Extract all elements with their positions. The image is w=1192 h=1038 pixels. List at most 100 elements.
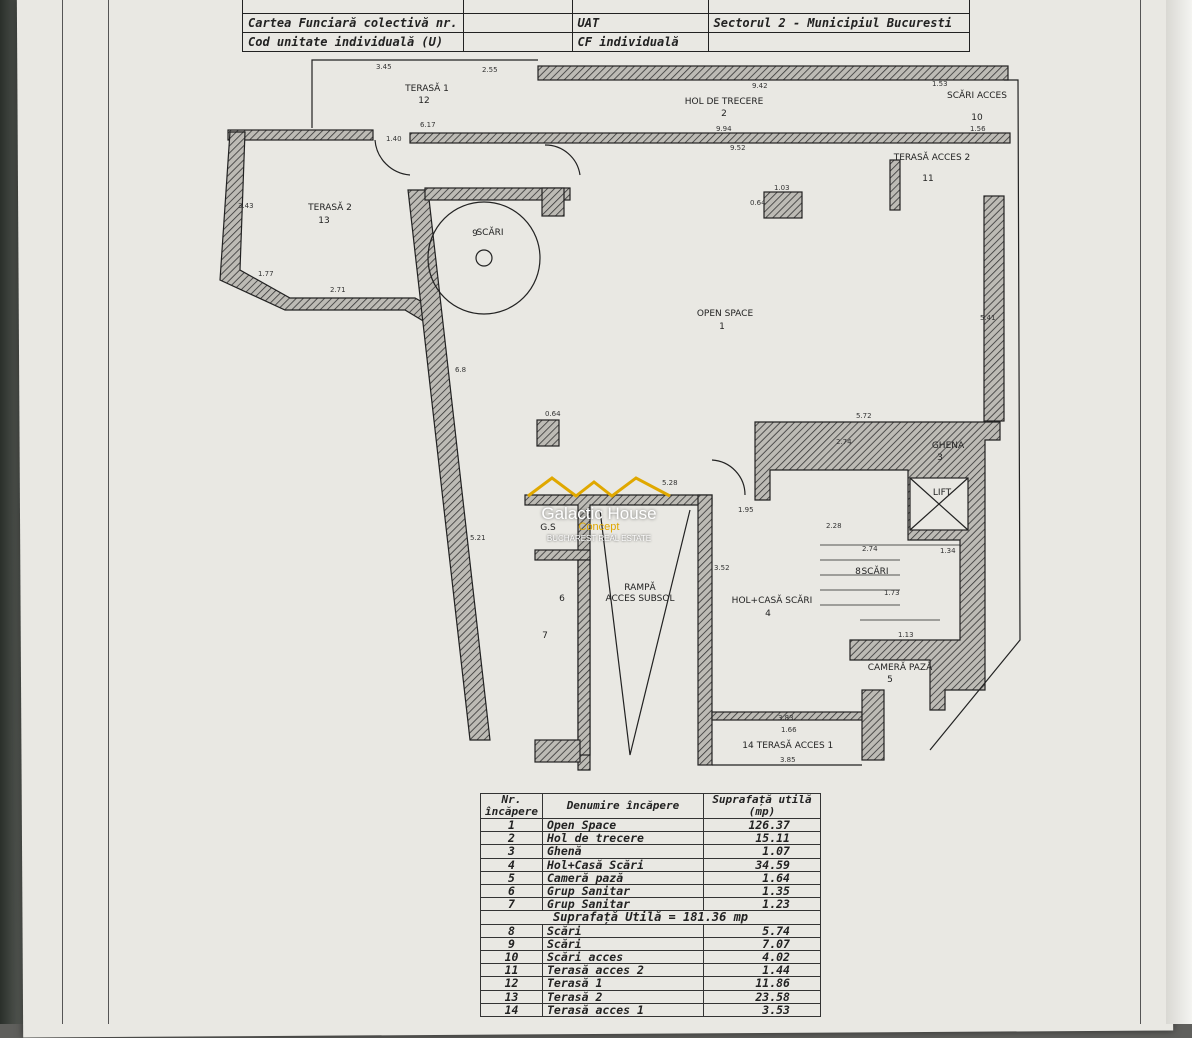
wall-terrace-access bbox=[889, 159, 901, 211]
room-name: Hol+Casă Scări bbox=[541, 857, 704, 872]
room-nr: 12 bbox=[480, 976, 543, 991]
house-roof-icon bbox=[527, 476, 671, 498]
room-name: Scări bbox=[541, 923, 704, 938]
dimension-label: 2.28 bbox=[826, 522, 842, 530]
header-value bbox=[707, 32, 970, 52]
room-area: 11.86 bbox=[702, 976, 821, 991]
room-name: Ghenă bbox=[541, 844, 704, 859]
room-name: Terasă 1 bbox=[541, 976, 704, 991]
paper-fold-line bbox=[108, 0, 109, 1024]
room-number: 13 bbox=[318, 216, 329, 226]
room-label: TERASĂ 2 bbox=[307, 201, 352, 213]
room-number: 10 bbox=[971, 113, 983, 123]
room-number: 12 bbox=[418, 96, 429, 106]
room-number: 7 bbox=[542, 631, 548, 641]
room-area: 1.23 bbox=[702, 897, 821, 912]
room-label: HOL+CASĂ SCĂRI bbox=[732, 594, 813, 606]
header-label: Cod unitate individuală (U) bbox=[242, 32, 464, 52]
dimension-label: 1.40 bbox=[386, 135, 402, 143]
room-number: 8 bbox=[855, 567, 861, 577]
stair-treads bbox=[820, 544, 960, 621]
wall-stair-north bbox=[424, 187, 571, 201]
dimension-label: 5.21 bbox=[470, 534, 486, 542]
room-name: Scări acces bbox=[541, 950, 704, 965]
room-number: 9 bbox=[472, 229, 478, 239]
dimension-label: 6.17 bbox=[420, 121, 436, 129]
room-name: Terasă 2 bbox=[541, 989, 704, 1004]
room-label: OPEN SPACE bbox=[697, 309, 754, 319]
dimension-label: 1.66 bbox=[781, 726, 797, 734]
dimension-label: 5.41 bbox=[980, 314, 996, 322]
dimension-label: 0.64 bbox=[750, 199, 766, 207]
room-number: 5 bbox=[887, 675, 893, 685]
room-label: GHENA bbox=[932, 441, 965, 451]
header-row bbox=[242, 0, 970, 14]
wall-ramp-east bbox=[697, 494, 713, 766]
header-value: Sectorul 2 - Municipiul Bucuresti bbox=[707, 13, 970, 33]
room-label: RAMPĂ bbox=[624, 581, 656, 593]
dimension-label: 5.72 bbox=[856, 412, 872, 420]
pillar bbox=[763, 191, 803, 219]
logo-tagline: BUCHAREST REAL ESTATE bbox=[546, 534, 652, 543]
room-name: Cameră pază bbox=[541, 870, 704, 886]
room-area: 4.02 bbox=[702, 950, 821, 965]
total-useful-area: Suprafață Utilă = 181.36 mp bbox=[480, 910, 821, 925]
wall-north bbox=[537, 65, 1009, 81]
room-name: Hol de trecere bbox=[541, 831, 704, 846]
room-label: LIFT bbox=[933, 488, 952, 498]
wall-wc bbox=[577, 559, 591, 756]
dimension-label: 3.45 bbox=[376, 63, 392, 71]
dimension-label: 1.34 bbox=[940, 547, 956, 555]
room-nr: 4 bbox=[480, 857, 543, 872]
dimension-label: 6.8 bbox=[455, 366, 466, 374]
room-nr: 6 bbox=[480, 884, 543, 899]
dimension-label: 1.95 bbox=[738, 506, 754, 514]
room-area-table: Nr. încăpere Denumire încăpere Suprafață… bbox=[480, 793, 821, 1018]
logo-title: Galactic House bbox=[541, 504, 657, 523]
header-row: Cod unitate individuală (U) CF individua… bbox=[242, 32, 970, 52]
watermark-logo: Galactic House Concept BUCHAREST REAL ES… bbox=[524, 472, 674, 552]
room-area: 3.53 bbox=[702, 1002, 821, 1018]
room-area: 1.44 bbox=[702, 963, 821, 978]
dimension-label: 5.28 bbox=[662, 479, 678, 487]
pillar bbox=[541, 187, 565, 217]
dimension-label: 2.74 bbox=[862, 545, 878, 553]
room-name: Terasă acces 2 bbox=[541, 963, 704, 978]
wall-east bbox=[983, 195, 1005, 422]
door-swing bbox=[544, 144, 581, 176]
dimension-label: 3.85 bbox=[780, 756, 796, 764]
dimension-label: 9.52 bbox=[730, 144, 746, 152]
room-area: 23.58 bbox=[702, 989, 821, 1004]
summary-row: Suprafață Utilă = 181.36 mp bbox=[480, 910, 821, 925]
dimension-label: 2.71 bbox=[330, 286, 346, 294]
dimension-label: 1.77 bbox=[258, 270, 274, 278]
dimension-label: 1.73 bbox=[884, 589, 900, 597]
paper-fold-line bbox=[62, 0, 63, 1024]
wall-terrace-access1-east bbox=[861, 689, 885, 761]
room-nr: 11 bbox=[480, 963, 543, 978]
dimension-label: 3.52 bbox=[714, 564, 730, 572]
room-label: TERASĂ ACCES 2 bbox=[893, 151, 971, 163]
room-label: SCĂRI bbox=[476, 226, 503, 238]
ramp-lines bbox=[599, 509, 691, 756]
dimension-label: 3.83 bbox=[778, 714, 794, 722]
room-name: Grup Sanitar bbox=[541, 884, 704, 899]
room-nr: 13 bbox=[480, 989, 543, 1004]
room-area: 126.37 bbox=[702, 817, 821, 833]
dimension-label: 2.74 bbox=[836, 438, 852, 446]
cadastral-header-table: Cartea Funciară colectivă nr. UAT Sector… bbox=[242, 0, 970, 52]
wall-hol-south bbox=[409, 132, 1011, 144]
header-row: Cartea Funciară colectivă nr. UAT Sector… bbox=[242, 13, 970, 33]
